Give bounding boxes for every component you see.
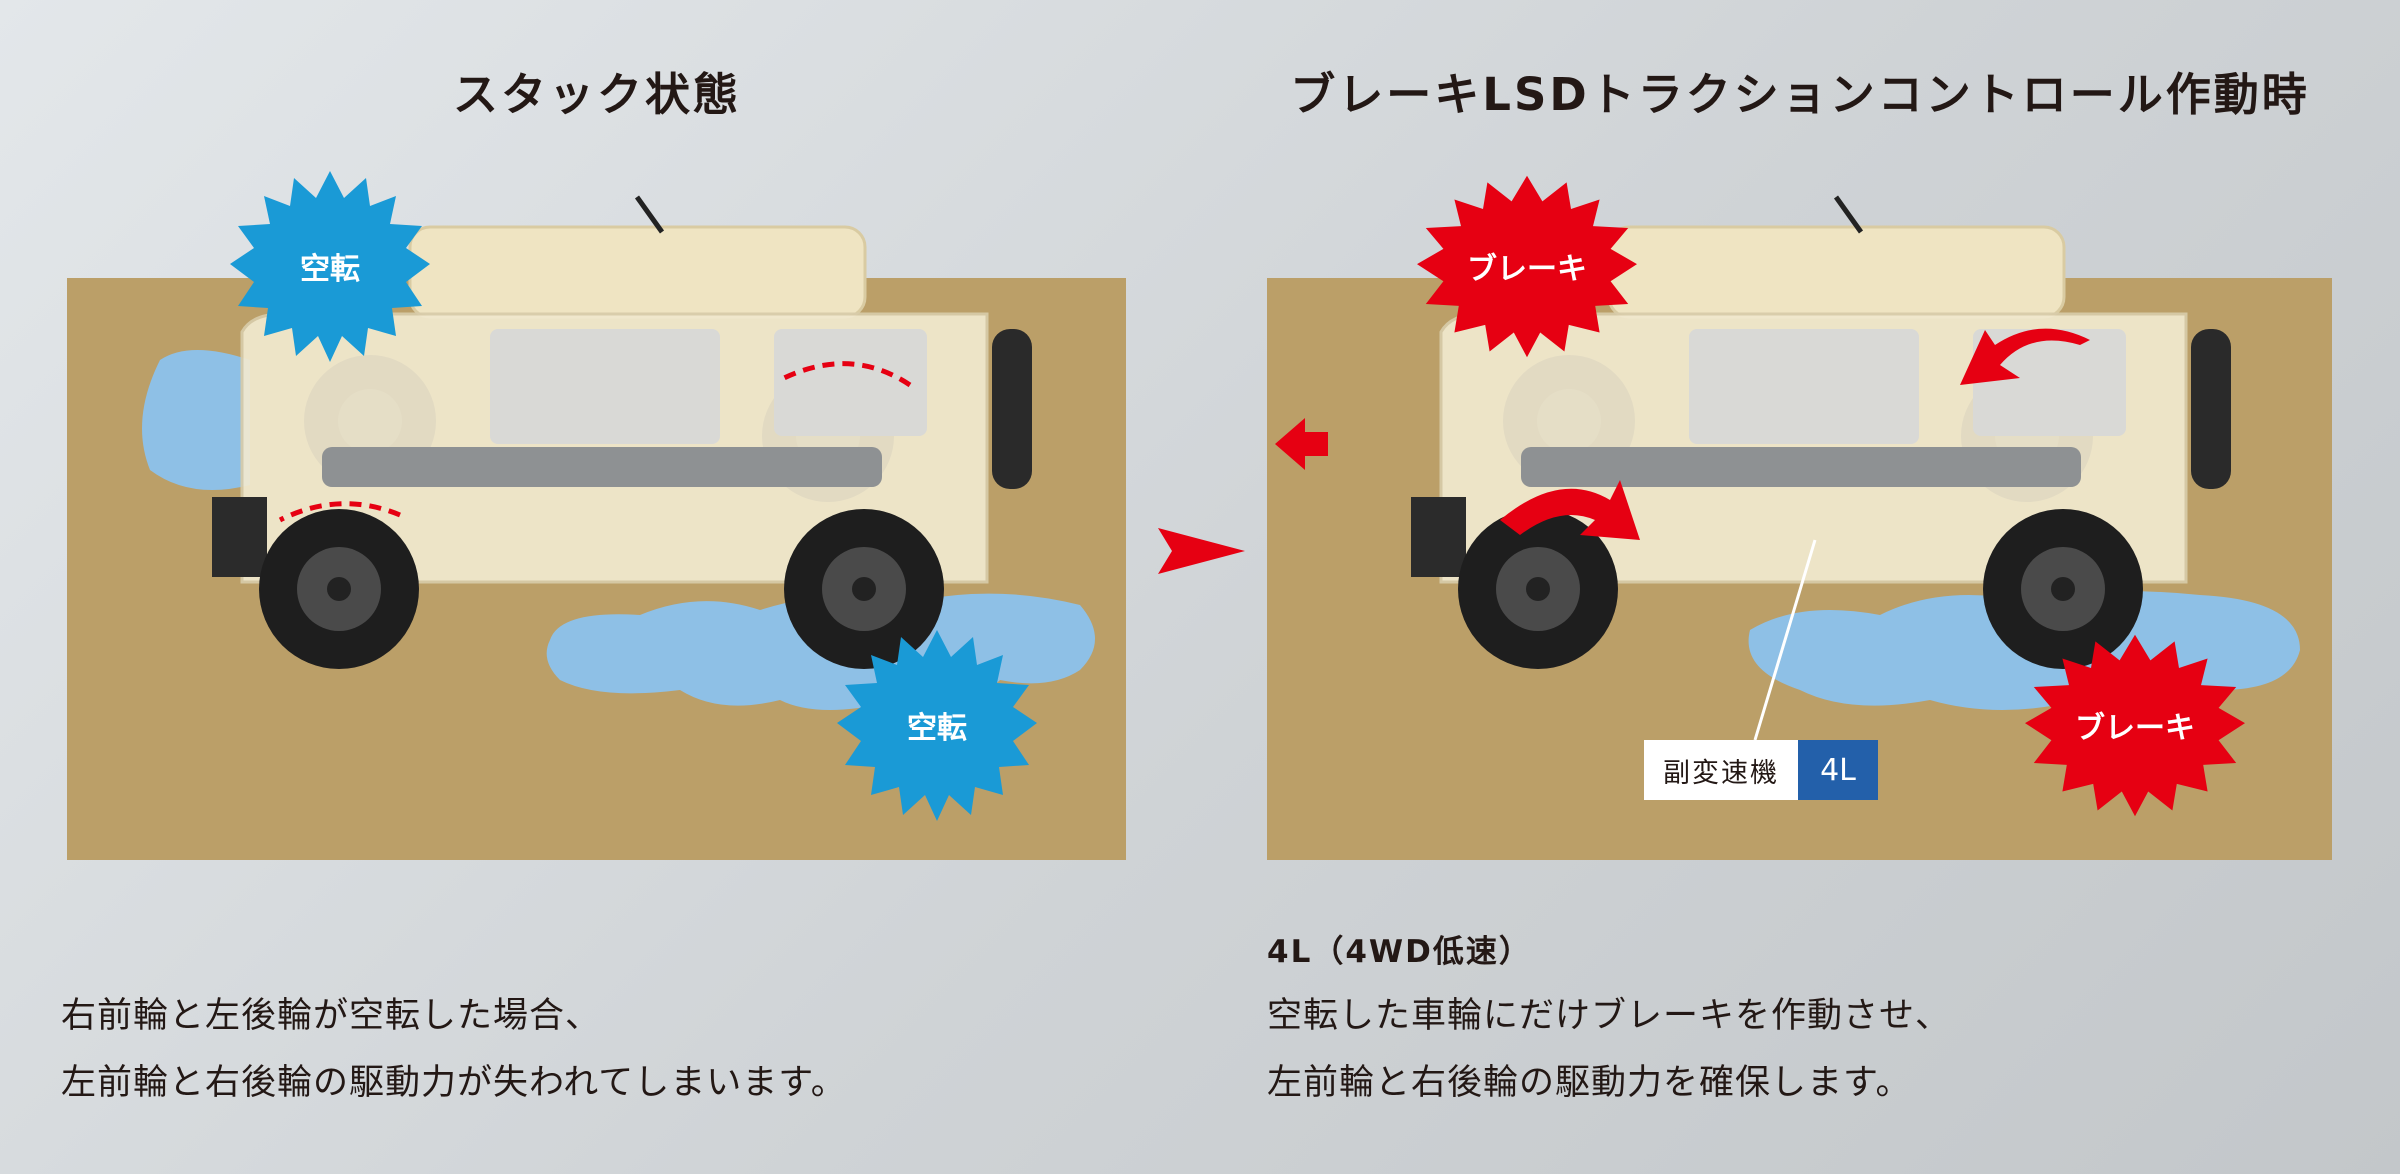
spin-label-rear: 空転 — [907, 711, 967, 746]
gear-value: 4L — [1798, 740, 1878, 800]
right-description: 空転した車輪にだけブレーキを作動させ、 左前輪と右後輪の駆動力を確保します。 — [1267, 983, 1951, 1117]
traction-arrow-icon — [1500, 328, 2090, 540]
left-description-line: 右前輪と左後輪が空転した場合、 — [61, 996, 602, 1036]
forward-arrow-icon — [1275, 418, 1328, 470]
right-description-line: 空転した車輪にだけブレーキを作動させ、 — [1267, 996, 1952, 1036]
left-description-line: 左前輪と右後輪の駆動力が失われてしまいます。 — [61, 1063, 847, 1103]
left-title: スタック状態 — [452, 68, 742, 121]
left-description: 右前輪と左後輪が空転した場合、 左前輪と右後輪の駆動力が失われてしまいます。 — [61, 983, 847, 1117]
spin-label-front: 空転 — [300, 252, 360, 287]
right-description-line: 左前輪と右後輪の駆動力を確保します。 — [1267, 1063, 1912, 1103]
brake-label-rear: ブレーキ — [2075, 711, 2195, 746]
right-title: ブレーキLSDトラクションコントロール作動時 — [1290, 68, 2310, 121]
next-arrow-icon — [1158, 528, 1245, 574]
gear-leader-line — [1753, 539, 1817, 741]
right-subtitle: 4L（4WD低速） — [1267, 934, 1532, 970]
transfer-gear-tag: 副変速機 4L — [1644, 740, 1878, 800]
brake-label-front: ブレーキ — [1467, 252, 1587, 287]
gear-label: 副変速機 — [1644, 740, 1798, 800]
spin-arrow-icon — [278, 361, 912, 523]
